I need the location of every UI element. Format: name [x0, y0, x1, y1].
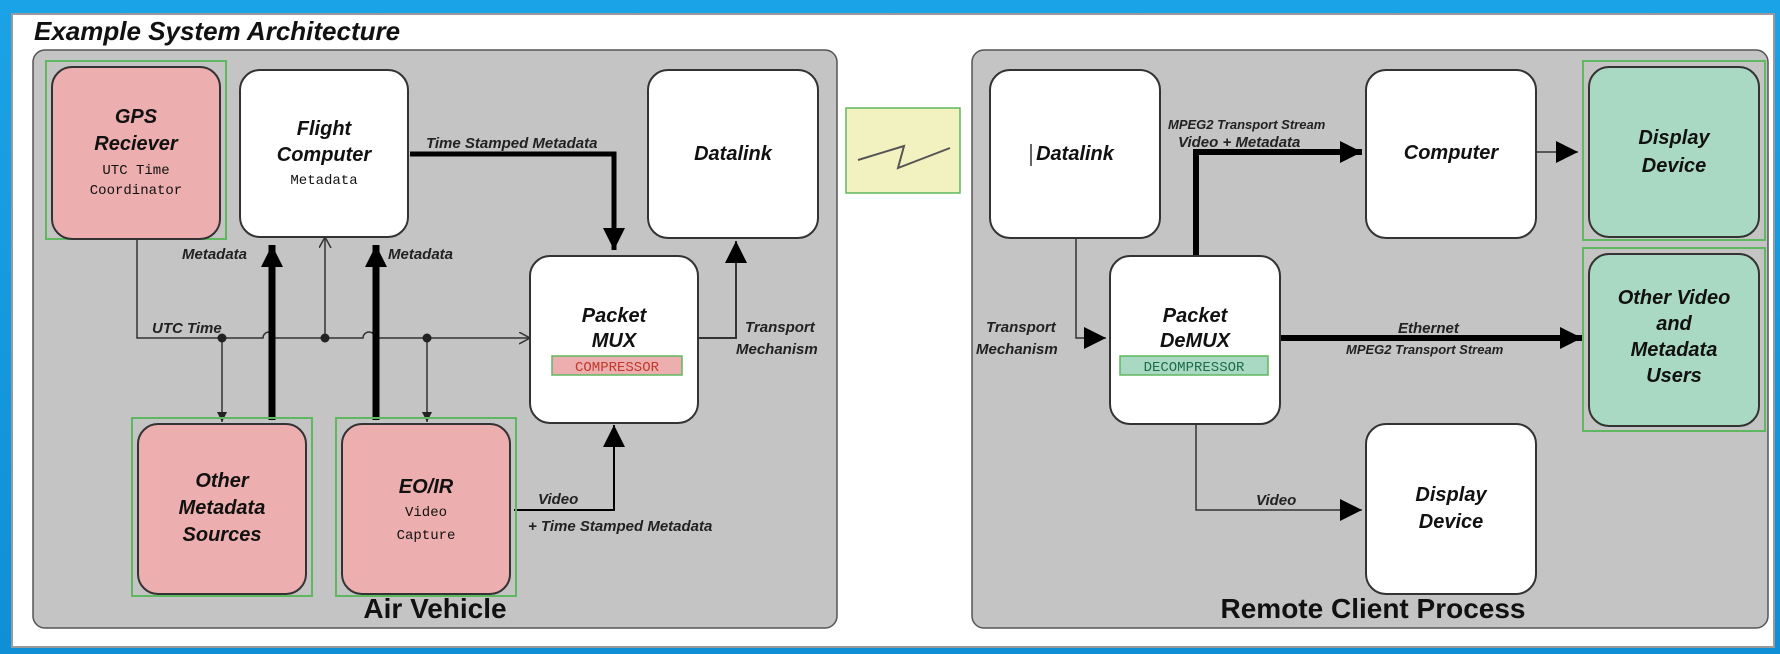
label-remote-video: Video	[1256, 492, 1296, 509]
computer-title: Computer	[1404, 142, 1500, 164]
eo-ir-box	[341, 423, 511, 595]
remote-thick-connectors	[1193, 141, 1582, 349]
diagram-title: Example System Architecture	[34, 16, 400, 46]
display-top-outline	[1582, 60, 1766, 241]
air-datalink-title: Datalink	[694, 143, 773, 165]
label-mpeg-top-2: Video + Metadata	[1178, 134, 1300, 151]
packet-demux-title-1: Packet	[1163, 305, 1229, 327]
label-ethernet: Ethernet	[1398, 320, 1460, 337]
label-video-time-stamped: + Time Stamped Metadata	[528, 518, 712, 535]
label-utc-time: UTC Time	[152, 320, 222, 337]
flight-computer-title-1: Flight	[297, 118, 353, 140]
label-air-transport-1: Transport	[745, 319, 816, 336]
flight-computer-sub: Metadata	[290, 173, 357, 189]
computer-box	[1365, 69, 1537, 239]
gps-title-2: Reciever	[94, 133, 179, 155]
other-metadata-line-3: Sources	[183, 524, 262, 546]
display-top-line-2: Device	[1642, 155, 1707, 177]
remote-thin-connectors	[1075, 141, 1578, 521]
label-time-stamped-metadata: Time Stamped Metadata	[426, 135, 597, 152]
air-vehicle-label: Air Vehicle	[363, 593, 506, 624]
remote-datalink-title: Datalink	[1036, 143, 1115, 165]
decompressor-badge-text: DECOMPRESSOR	[1144, 360, 1245, 376]
air-datalink-box	[647, 69, 819, 239]
flight-computer-box	[239, 69, 409, 238]
display-device-bottom-box	[1365, 423, 1537, 595]
remote-datalink-box	[989, 69, 1161, 239]
compressor-badge	[551, 355, 683, 376]
other-metadata-line-1: Other	[195, 470, 250, 492]
other-metadata-box	[137, 423, 307, 595]
other-users-line-4: Users	[1646, 365, 1702, 387]
label-metadata-right: Metadata	[388, 246, 453, 263]
label-remote-transport-1: Transport	[986, 319, 1057, 336]
label-remote-transport-2: Mechanism	[976, 341, 1058, 358]
gps-receiver-box	[51, 66, 221, 240]
eo-ir-outline	[335, 417, 517, 597]
eo-ir-sub-2: Capture	[397, 528, 456, 544]
junction-dots	[217, 333, 432, 343]
display-device-top-box	[1588, 66, 1760, 238]
gps-sub-1: UTC Time	[102, 163, 169, 179]
packet-mux-title-1: Packet	[582, 305, 648, 327]
other-metadata-line-2: Metadata	[179, 497, 266, 519]
other-users-outline	[1582, 247, 1766, 432]
eo-ir-sub-1: Video	[405, 505, 447, 521]
display-bottom-line-2: Device	[1419, 511, 1484, 533]
display-bottom-line-1: Display	[1415, 484, 1487, 506]
label-air-video: Video	[538, 491, 578, 508]
eo-ir-title: EO/IR	[399, 476, 454, 498]
other-users-line-3: Metadata	[1631, 339, 1718, 361]
packet-mux-box	[529, 255, 699, 424]
label-mpeg-top-1: MPEG2 Transport Stream	[1168, 117, 1326, 132]
other-video-users-box	[1588, 253, 1760, 427]
gps-title-1: GPS	[115, 106, 158, 128]
packet-mux-title-2: MUX	[592, 330, 638, 352]
display-top-line-1: Display	[1638, 127, 1710, 149]
packet-demux-box	[1109, 255, 1281, 425]
label-metadata-left: Metadata	[182, 246, 247, 263]
compressor-badge-text: COMPRESSOR	[575, 360, 660, 376]
flight-computer-title-2: Computer	[277, 144, 373, 166]
other-users-line-1: Other Video	[1618, 287, 1731, 309]
packet-demux-title-2: DeMUX	[1160, 330, 1232, 352]
other-metadata-outline	[131, 417, 313, 597]
air-thick-connectors	[261, 151, 625, 511]
gps-sub-2: Coordinator	[90, 183, 182, 199]
decompressor-badge	[1119, 355, 1269, 376]
remote-client-label: Remote Client Process	[1221, 593, 1526, 624]
other-users-line-2: and	[1656, 313, 1692, 335]
label-air-transport-2: Mechanism	[736, 341, 818, 358]
lightning-bolt-icon	[857, 144, 951, 170]
label-mpeg-ethernet: MPEG2 Transport Stream	[1346, 342, 1504, 357]
